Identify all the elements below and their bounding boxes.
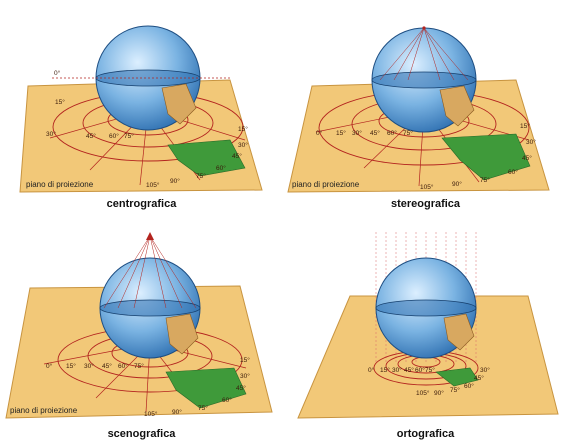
svg-text:105°: 105° (420, 183, 434, 191)
panel-ortografica: 0° 15° 30° 45° 60° 75° 30° 45° 60° 75° 9… (284, 222, 567, 444)
svg-text:75°: 75° (196, 172, 206, 180)
projection-rays (379, 27, 469, 81)
projection-point (422, 26, 426, 30)
svg-text:15°: 15° (55, 98, 65, 106)
continent-projection (165, 367, 247, 409)
svg-text:75°: 75° (198, 404, 208, 412)
svg-text:30°: 30° (240, 372, 250, 380)
projection-rays (103, 235, 197, 309)
svg-text:45°: 45° (102, 362, 112, 370)
svg-text:15°: 15° (240, 356, 250, 364)
svg-text:45°: 45° (474, 374, 484, 382)
centrografica-diagram: 0° 15° 30° 45° 60° 75° 15° 30° 45° 60° 7… (19, 25, 263, 193)
svg-text:45°: 45° (370, 129, 380, 137)
continent-projection (167, 139, 246, 177)
svg-text:60°: 60° (415, 366, 425, 374)
svg-text:45°: 45° (236, 384, 246, 392)
plane-label: piano di proiezione (292, 180, 360, 189)
continent-on-globe (165, 313, 199, 355)
degree-labels: 0° 15° 30° 45° 60° 75° 30° 45° 60° 75° 9… (368, 366, 490, 397)
globe-equator (371, 71, 477, 89)
svg-text:30°: 30° (84, 362, 94, 370)
svg-text:90°: 90° (452, 180, 462, 188)
scenografica-diagram: 0° 15° 30° 45° 60° 75° 15° 30° 45° 60° 7… (5, 232, 273, 419)
svg-text:45°: 45° (86, 132, 96, 140)
continent-projection (441, 133, 531, 181)
degree-labels: 0° 15° 30° 45° 60° 75° 15° 30° 45° 60° 7… (46, 356, 250, 418)
svg-text:90°: 90° (170, 177, 180, 185)
svg-text:60°: 60° (118, 362, 128, 370)
svg-text:105°: 105° (146, 181, 160, 189)
svg-text:60°: 60° (109, 132, 119, 140)
svg-text:60°: 60° (216, 164, 226, 172)
continent-projection (435, 367, 479, 387)
svg-text:105°: 105° (416, 389, 430, 397)
svg-text:90°: 90° (434, 389, 444, 397)
svg-text:45°: 45° (404, 366, 414, 374)
degree-labels: 0° 15° 30° 45° 60° 75° 15° 30° 45° 60° 7… (316, 122, 536, 191)
svg-text:105°: 105° (144, 410, 158, 418)
svg-text:75°: 75° (425, 366, 435, 374)
panel-scenografica: 0° 15° 30° 45° 60° 75° 15° 30° 45° 60° 7… (0, 222, 283, 444)
panel-centrografica: 0° 15° 30° 45° 60° 75° 15° 30° 45° 60° 7… (0, 0, 283, 222)
svg-text:75°: 75° (124, 132, 134, 140)
plane-label: piano di proiezione (26, 180, 94, 189)
caption-scenografica: scenografica (107, 428, 176, 440)
svg-text:0°: 0° (368, 366, 375, 374)
svg-text:75°: 75° (480, 176, 490, 184)
svg-text:15°: 15° (66, 362, 76, 370)
svg-text:60°: 60° (387, 129, 397, 137)
projection-point (146, 232, 154, 240)
svg-text:60°: 60° (222, 396, 232, 404)
ortografica-diagram: 0° 15° 30° 45° 60° 75° 30° 45° 60° 75° 9… (297, 232, 559, 419)
svg-text:30°: 30° (352, 129, 362, 137)
svg-text:15°: 15° (520, 122, 530, 130)
svg-text:30°: 30° (480, 366, 490, 374)
svg-text:45°: 45° (522, 154, 532, 162)
svg-text:60°: 60° (464, 382, 474, 390)
svg-text:0°: 0° (46, 362, 53, 370)
equator-label: 0° (54, 69, 61, 77)
svg-text:30°: 30° (526, 138, 536, 146)
continent-on-globe (439, 85, 475, 127)
svg-text:60°: 60° (508, 168, 518, 176)
svg-text:75°: 75° (134, 362, 144, 370)
svg-text:0°: 0° (316, 129, 323, 137)
continent-on-globe (443, 313, 475, 351)
svg-text:45°: 45° (232, 152, 242, 160)
plane-label: piano di proiezione (10, 406, 78, 415)
caption-ortografica: ortografica (396, 428, 455, 440)
svg-text:30°: 30° (392, 366, 402, 374)
caption-centrografica: centrografica (106, 198, 177, 210)
globe-equator (375, 299, 477, 317)
svg-text:90°: 90° (172, 408, 182, 416)
degree-labels: 15° 30° 45° 60° 75° 15° 30° 45° 60° 75° … (46, 98, 248, 189)
svg-text:75°: 75° (403, 129, 413, 137)
continent-on-globe (161, 83, 197, 125)
caption-stereografica: stereografica (390, 198, 461, 210)
svg-text:75°: 75° (450, 386, 460, 394)
svg-text:15°: 15° (380, 366, 390, 374)
svg-text:15°: 15° (336, 129, 346, 137)
svg-text:15°: 15° (238, 125, 248, 133)
svg-text:30°: 30° (238, 141, 248, 149)
panel-stereografica: 0° 15° 30° 45° 60° 75° 15° 30° 45° 60° 7… (284, 0, 567, 222)
stereografica-diagram: 0° 15° 30° 45° 60° 75° 15° 30° 45° 60° 7… (287, 26, 550, 193)
svg-text:30°: 30° (46, 130, 56, 138)
globe-equator (99, 299, 201, 317)
